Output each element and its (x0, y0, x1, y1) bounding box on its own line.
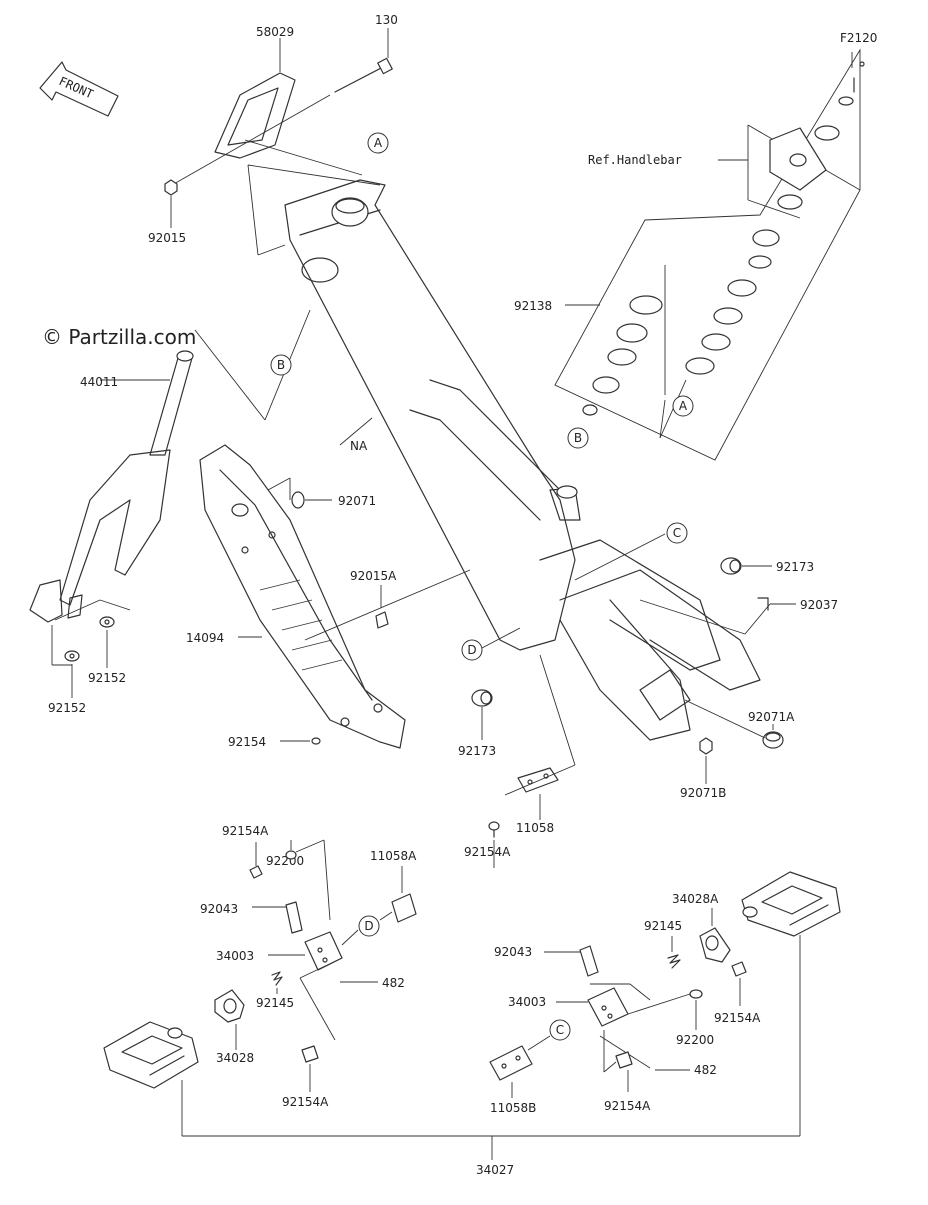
label-92071A: 92071A (748, 710, 795, 724)
svg-text:D: D (467, 643, 476, 657)
svg-text:C: C (556, 1023, 564, 1037)
svg-text:B: B (574, 431, 582, 445)
label-44011: 44011 (80, 375, 118, 389)
label-482-right: 482 (694, 1063, 717, 1077)
ref-d-frame: D (461, 627, 521, 661)
main-frame (257, 179, 761, 741)
label-11058A: 11058A (370, 849, 417, 863)
label-92043-right: 92043 (494, 945, 532, 959)
label-34028: 34028 (216, 1051, 254, 1065)
label-92154A-left-2: 92154A (282, 1095, 329, 1109)
headset-box (554, 48, 865, 461)
label-92154: 92154 (228, 735, 266, 749)
ref-b-headset: B (567, 427, 589, 449)
label-92037: 92037 (800, 598, 838, 612)
label-92145-left: 92145 (256, 996, 294, 1010)
screw-92154A-right-1 (731, 961, 747, 1006)
pedal-set-34027-leader (182, 1135, 800, 1160)
cap-92071A (684, 699, 784, 749)
ref-a-headset: A (672, 395, 694, 417)
label-92015: 92015 (148, 231, 186, 245)
label-92043-left: 92043 (200, 902, 238, 916)
bracket-34028A (699, 908, 731, 963)
cap-92071 (291, 491, 332, 509)
fork-44011 (29, 350, 194, 666)
label-92152-b: 92152 (48, 701, 86, 715)
screw-92154 (311, 737, 321, 745)
ref-a-top: A (367, 132, 389, 154)
screw-92154A-left-1 (249, 842, 263, 879)
label-130: 130 (375, 13, 398, 27)
label-92154A-right-2: 92154A (604, 1099, 651, 1113)
label-92200-left: 92200 (266, 854, 304, 868)
label-34028A: 34028A (672, 892, 719, 906)
screw-92154A-left-2 (301, 1045, 319, 1092)
svg-text:D: D (364, 919, 373, 933)
washer-92152-a (99, 616, 115, 668)
label-92173-left: 92173 (458, 744, 496, 758)
label-92071: 92071 (338, 494, 376, 508)
label-11058B: 11058B (490, 1101, 536, 1115)
nut-92015A (375, 585, 389, 629)
plate-11058A (379, 866, 417, 923)
pin-92043-right (544, 945, 599, 977)
spindle-34003-left (268, 931, 378, 1041)
label-92154A-right-1: 92154A (714, 1011, 761, 1025)
nut-92015 (164, 179, 178, 228)
pin-92043-left (252, 901, 303, 934)
label-F2120: F2120 (840, 31, 877, 45)
label-92173-right: 92173 (776, 560, 814, 574)
label-34003-left: 34003 (216, 949, 254, 963)
collar-92173-left (471, 689, 493, 740)
spring-92145-left (271, 971, 283, 994)
svg-text:B: B (277, 358, 285, 372)
label-92200-right: 92200 (676, 1033, 714, 1047)
watermark: © Partzilla.com (42, 325, 196, 349)
label-92071B: 92071B (680, 786, 726, 800)
label-34003-right: 34003 (508, 995, 546, 1009)
label-92154A-mid: 92154A (464, 845, 511, 859)
label-14094: 14094 (186, 631, 224, 645)
label-34027: 34027 (476, 1163, 514, 1177)
bolt-130 (171, 28, 393, 186)
washer-92152-b (64, 650, 80, 698)
svg-text:A: A (374, 136, 383, 150)
pedal-right (741, 871, 841, 1136)
spring-92145-right (667, 936, 681, 969)
nut-92071B (699, 737, 713, 784)
chain-guard-58029 (214, 38, 296, 159)
plate-11058B (489, 1045, 533, 1098)
ref-d-left: D (341, 915, 380, 946)
screw-92154A-right-2 (603, 1051, 633, 1092)
collar-92173-right (720, 557, 772, 575)
bracket-34028 (214, 989, 245, 1050)
washer-92200-right (627, 989, 703, 1030)
bolt-92037 (639, 597, 796, 635)
washer-92200-left (285, 839, 331, 921)
front-arrow-icon: FRONT (39, 61, 119, 117)
chain-cover-14094 (199, 444, 471, 749)
pedal-left (103, 1021, 199, 1136)
ref-handlebar-label: Ref.Handlebar (588, 153, 682, 167)
label-NA: NA (350, 439, 368, 453)
ref-c-frame: C (574, 522, 688, 581)
label-58029: 58029 (256, 25, 294, 39)
label-92152-a: 92152 (88, 671, 126, 685)
svg-text:C: C (673, 526, 681, 540)
label-11058: 11058 (516, 821, 554, 835)
label-92145-right: 92145 (644, 919, 682, 933)
label-92015A: 92015A (350, 569, 397, 583)
label-92154A-left-1: 92154A (222, 824, 269, 838)
screw-92154A-mid (488, 821, 500, 868)
ref-c-right: C (527, 1019, 571, 1051)
plate-11058 (504, 654, 576, 820)
ref-b-frame: B (270, 354, 292, 376)
svg-text:A: A (679, 399, 688, 413)
label-482-left: 482 (382, 976, 405, 990)
label-92138: 92138 (514, 299, 552, 313)
